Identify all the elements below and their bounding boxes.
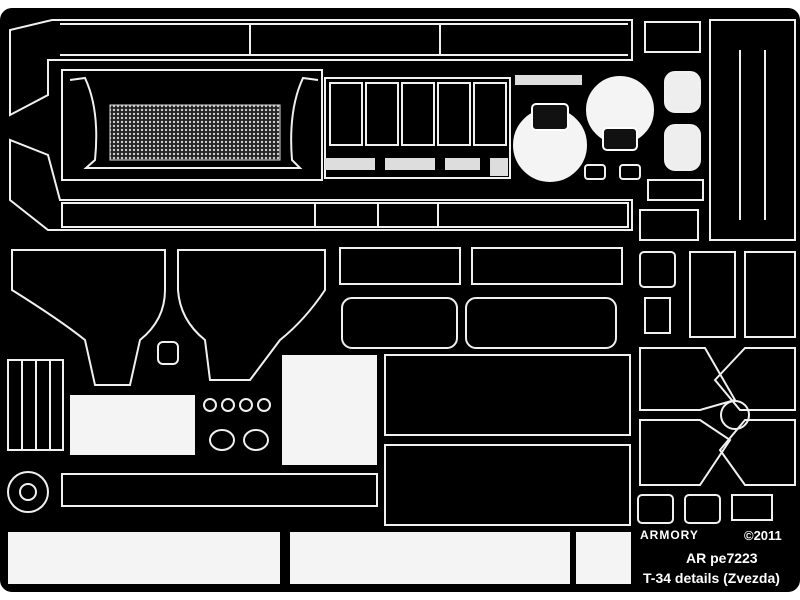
brand-logo: ARMORY [640,528,699,542]
fender-clip [157,341,179,365]
track-strip [61,473,378,507]
louver-panel [324,77,511,179]
large-plates [384,354,631,526]
rosette-part [720,400,750,430]
armor-pieces [639,347,796,486]
product-code: AR pe7223 [686,550,758,566]
small-strips [325,75,582,176]
round-hatches [511,74,656,184]
engine-deck-panel [61,69,323,181]
upper-side-skirt [9,19,633,117]
copyright-text: ©2011 [744,528,782,543]
idler-wheel [7,471,49,513]
small-hatch-parts [584,21,704,241]
tool-bracket-sheet [282,355,377,465]
headlight-guards [637,494,773,524]
towing-hooks [203,398,271,451]
product-title: T-34 details (Zvezda) [643,570,780,586]
tool-boxes [339,247,623,349]
small-grid-parts [639,251,796,338]
rear-plate [709,19,796,241]
mudflap-part [70,395,195,455]
ladder-part [7,359,64,451]
fenders [11,249,326,386]
grille-mesh [109,104,281,161]
bottom-clip-rows [8,532,631,584]
lower-side-skirt [9,138,633,231]
